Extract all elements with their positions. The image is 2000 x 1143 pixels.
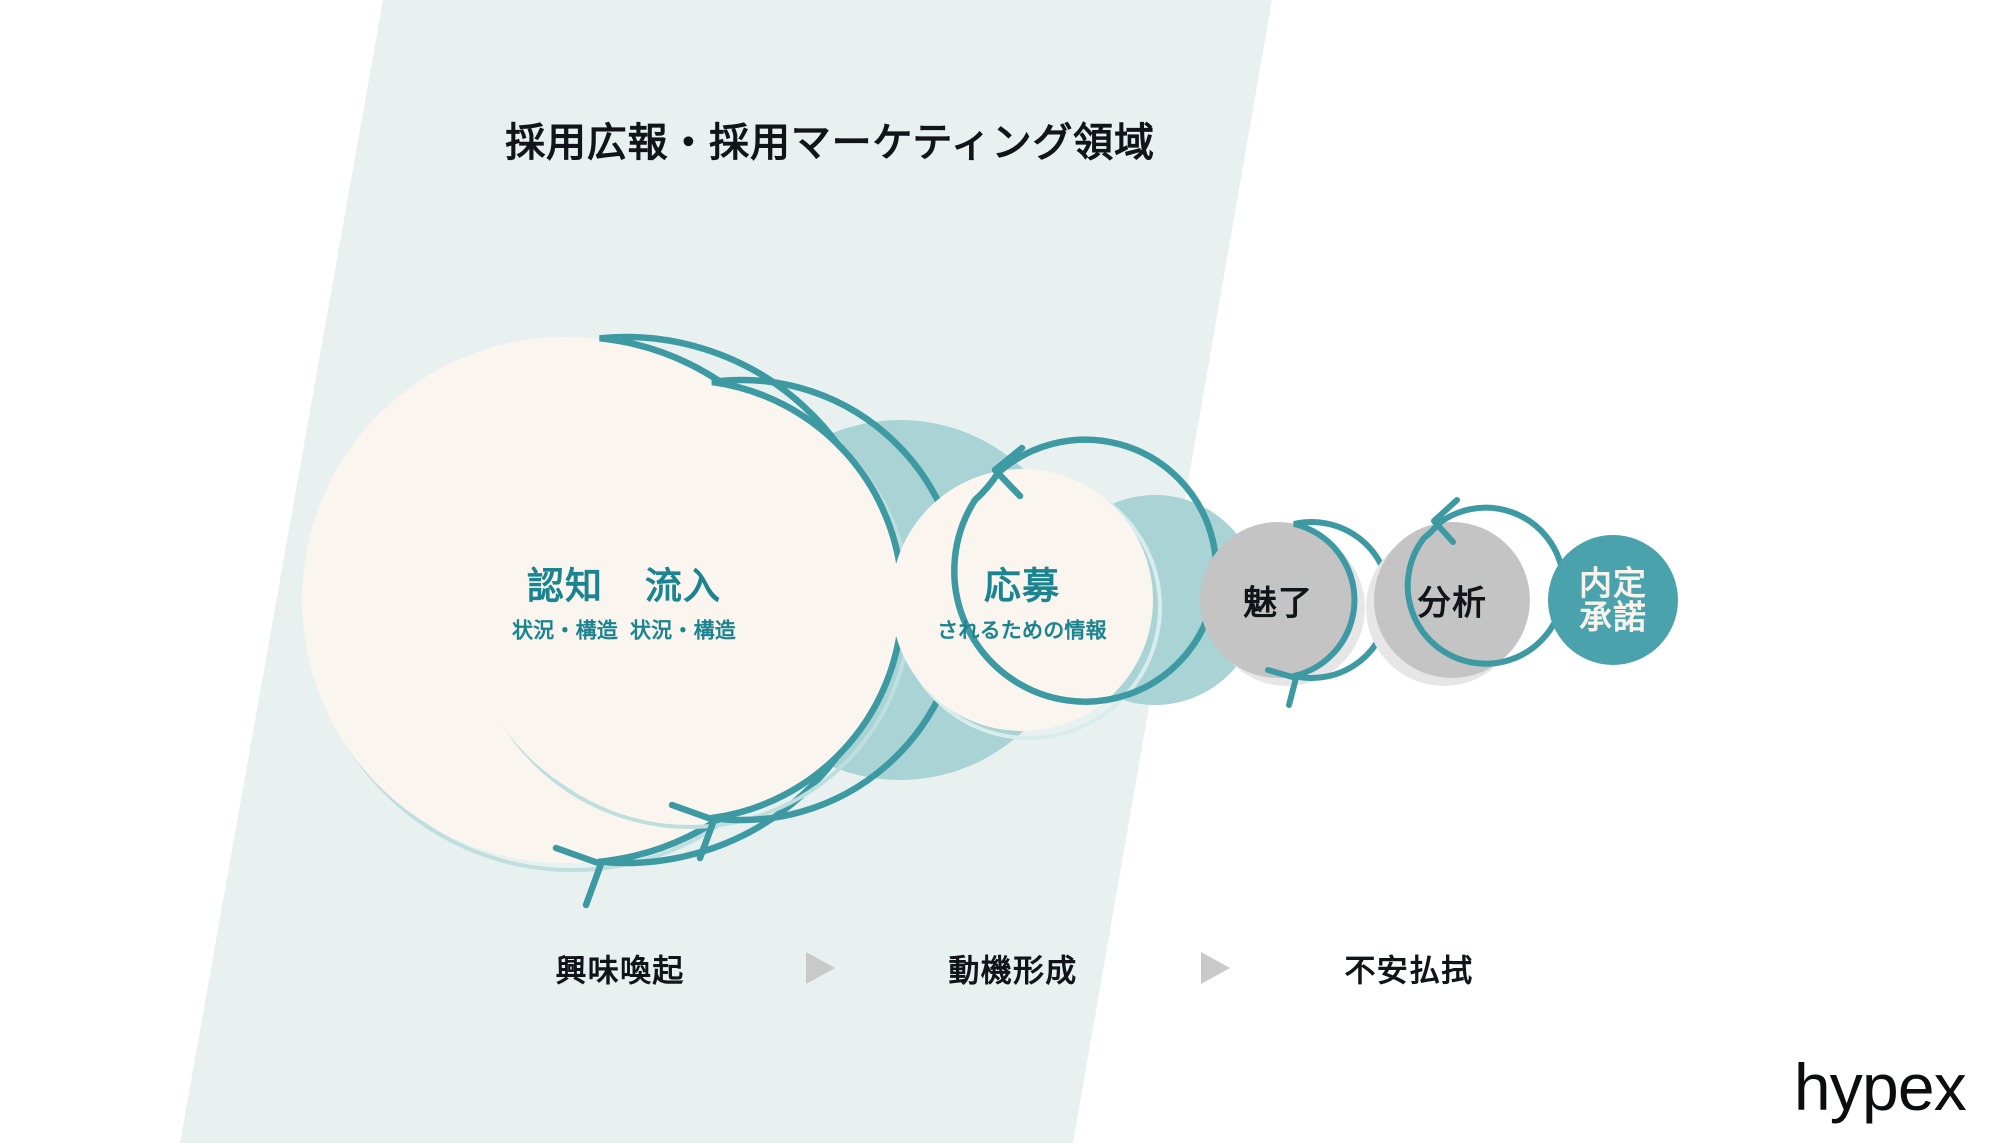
miryo-arc xyxy=(1291,519,1393,681)
bunseki-arc xyxy=(1404,504,1567,667)
naitei-body xyxy=(1548,535,1678,665)
ninchi-arrowhead xyxy=(552,844,605,909)
miryo-arrowhead xyxy=(1265,667,1299,708)
node-ryunyu[interactable] xyxy=(463,376,965,862)
stage-separator-2-icon xyxy=(1201,952,1230,984)
stage-separator-1-icon xyxy=(806,952,835,984)
node-miryo[interactable] xyxy=(1200,519,1393,708)
oubo-body xyxy=(891,469,1153,731)
node-bunseki[interactable] xyxy=(1366,497,1567,686)
bunseki-arrowhead xyxy=(1431,497,1460,545)
node-oubo[interactable] xyxy=(891,436,1220,740)
page-title: 採用広報・採用マーケティング領域 xyxy=(505,121,1155,165)
stage-label-interest: 興味喚起 xyxy=(555,953,685,989)
miryo-body xyxy=(1200,522,1356,678)
oubo-arrowhead xyxy=(991,444,1026,500)
stage-label-motivation: 動機形成 xyxy=(948,953,1078,989)
node-naitei[interactable] xyxy=(1548,535,1678,665)
oubo-arc xyxy=(951,436,1220,705)
ryunyu-arrowhead xyxy=(668,801,718,862)
brand-logo: hypex xyxy=(1793,1050,1967,1124)
stage-label-reassurance: 不安払拭 xyxy=(1344,953,1474,989)
ryunyu-body xyxy=(463,380,903,820)
ryunyu-arc xyxy=(708,376,965,824)
